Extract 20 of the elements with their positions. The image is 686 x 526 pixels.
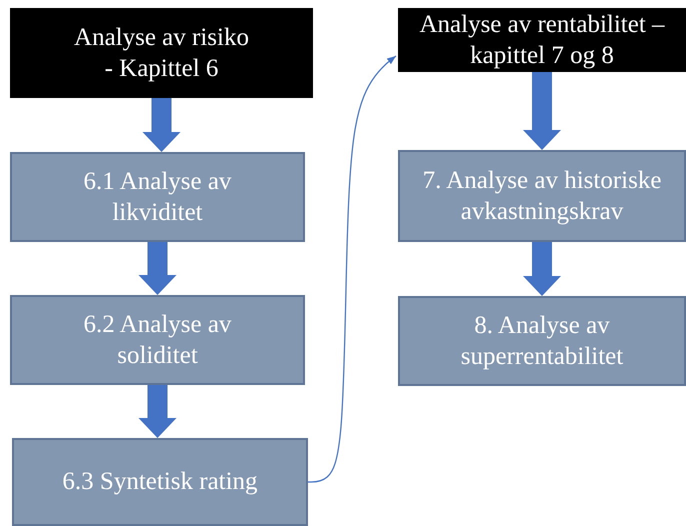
box-label: Analyse av rentabilitet – kapittel 7 og 8	[418, 10, 666, 71]
header-box	[10, 8, 313, 98]
box-label: Analyse av risiko - Kapittel 6	[73, 22, 250, 84]
box-label: 6.1 Analyse av likviditet	[82, 166, 232, 228]
process-box	[10, 295, 305, 385]
arrow	[523, 72, 561, 150]
header-box	[398, 8, 686, 72]
box-label: 6.2 Analyse av soliditet	[82, 310, 232, 371]
process-box	[398, 296, 686, 386]
arrow	[138, 385, 176, 438]
box-label: 7. Analyse av historiske avkastningskrav	[422, 166, 662, 227]
box-label: 8. Analyse av superrentabilitet	[460, 310, 624, 372]
arrow	[142, 98, 180, 152]
arrow	[523, 242, 561, 296]
box-label: 6.3 Syntetisk rating	[62, 467, 258, 498]
arrow	[308, 56, 396, 483]
process-box	[398, 150, 686, 242]
arrow	[138, 242, 176, 295]
process-box	[10, 152, 305, 242]
process-box	[12, 438, 308, 526]
